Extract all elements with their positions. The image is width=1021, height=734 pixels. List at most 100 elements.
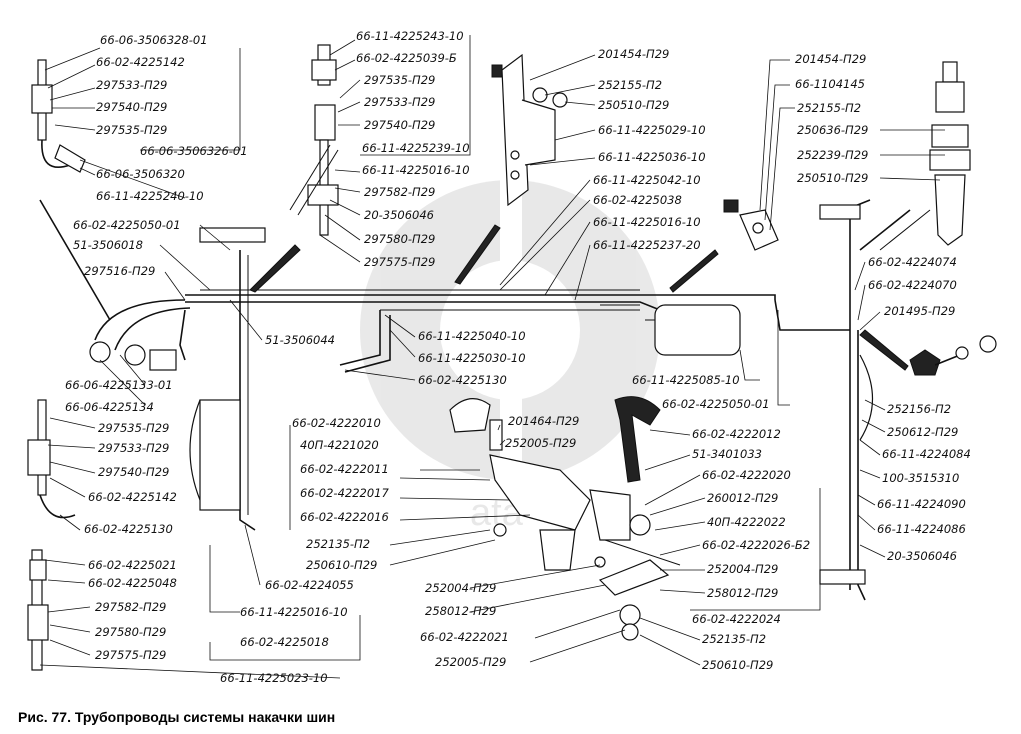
part-label: 40П-4221020	[300, 438, 379, 452]
part-label: 66-11-4225040-10	[418, 329, 526, 343]
part-label: 252135-П2	[702, 632, 766, 646]
leader-lines	[39, 35, 945, 679]
part-label: 66-11-4225030-10	[418, 351, 526, 365]
air-receiver	[645, 304, 741, 356]
part-label: 66-02-4225142	[96, 55, 185, 69]
part-labels: 66-06-3506328-01 66-02-4225142 297533-П2…	[65, 29, 971, 685]
part-label: 297575-П29	[364, 255, 435, 269]
part-label: 297535-П29	[364, 73, 435, 87]
part-label: 66-11-4224090	[877, 497, 966, 511]
part-label: 66-02-4225039-Б	[356, 51, 457, 65]
part-label: 66-11-4225243-10	[356, 29, 464, 43]
part-label: 252135-П2	[306, 537, 370, 551]
part-label: 297533-П29	[98, 441, 169, 455]
part-label: 66-11-4225085-10	[632, 373, 740, 387]
part-label: 40П-4222022	[707, 515, 786, 529]
part-label: 66-02-4225130	[84, 522, 173, 536]
wheel-valve-lower-left	[27, 399, 76, 519]
part-label: 297580-П29	[95, 625, 166, 639]
part-label: 51-3401033	[692, 447, 762, 461]
part-label: 66-11-4225023-10	[220, 671, 328, 685]
main-pipelines	[94, 199, 871, 601]
part-label: 297533-П29	[364, 95, 435, 109]
part-label: 66-02-4225130	[418, 373, 507, 387]
part-label: 297540-П29	[364, 118, 435, 132]
part-label: 66-11-4225237-20	[593, 238, 701, 252]
part-label: 66-02-4224055	[265, 578, 354, 592]
valve-bottom-left	[27, 549, 49, 671]
part-label: 66-11-4225029-10	[598, 123, 706, 137]
part-label: 201495-П29	[884, 304, 955, 318]
part-label: 66-02-4222016	[300, 510, 389, 524]
part-label: 66-02-4225048	[88, 576, 177, 590]
part-label: 250612-П29	[887, 425, 958, 439]
part-label: 66-11-4225036-10	[598, 150, 706, 164]
part-label: 250636-П29	[797, 123, 868, 137]
right-bracket	[723, 199, 779, 251]
part-label: 297582-П29	[364, 185, 435, 199]
part-label: 250610-П29	[306, 558, 377, 572]
part-label: 201454-П29	[795, 52, 866, 66]
part-label: 252004-П29	[425, 581, 496, 595]
part-label: 297580-П29	[364, 232, 435, 246]
part-label: 66-06-3506328-01	[100, 33, 208, 47]
part-label: 66-02-4225142	[88, 490, 177, 504]
part-label: 66-11-4225016-10	[240, 605, 348, 619]
part-label: 51-3506018	[73, 238, 143, 252]
part-label: 258012-П29	[425, 604, 496, 618]
part-label: 66-02-4224074	[868, 255, 957, 269]
mounting-bracket	[491, 53, 568, 207]
part-label: 66-11-4225016-10	[593, 215, 701, 229]
part-label: 260012-П29	[707, 491, 778, 505]
part-label: 201464-П29	[508, 414, 579, 428]
part-label: 66-06-4225133-01	[65, 378, 173, 392]
part-label: 66-02-4225038	[593, 193, 682, 207]
part-label: 252155-П2	[598, 78, 662, 92]
wheel-valve-upper-left	[31, 59, 86, 173]
part-label: 297533-П29	[96, 78, 167, 92]
part-label: 250510-П29	[797, 171, 868, 185]
part-label: 66-02-4225018	[240, 635, 329, 649]
part-label: 297575-П29	[95, 648, 166, 662]
part-label: 66-06-3506320	[96, 167, 185, 181]
part-label: 297540-П29	[96, 100, 167, 114]
part-label: 66-11-4225239-10	[362, 141, 470, 155]
part-label: 297516-П29	[84, 264, 155, 278]
part-label: 297540-П29	[98, 465, 169, 479]
part-label: 252004-П29	[707, 562, 778, 576]
valve-upper-middle	[289, 44, 339, 236]
figure-caption: Рис. 77. Трубопроводы системы накачки ши…	[18, 709, 335, 725]
part-label: 252156-П2	[887, 402, 951, 416]
part-label: 66-02-4222024	[692, 612, 781, 626]
part-label: 66-02-4222017	[300, 486, 389, 500]
bolt-and-nut	[909, 335, 997, 376]
part-label: 66-11-4225240-10	[96, 189, 204, 203]
part-label: 66-02-4222021	[420, 630, 509, 644]
part-label: 201454-П29	[598, 47, 669, 61]
part-label: 66-11-4225016-10	[362, 163, 470, 177]
part-label: 250610-П29	[702, 658, 773, 672]
part-label: 66-02-4225050-01	[662, 397, 770, 411]
part-label: 66-02-4222010	[292, 416, 381, 430]
part-label: 66-11-4224084	[882, 447, 971, 461]
part-label: 66-02-4222020	[702, 468, 791, 482]
part-label: 20-3506046	[364, 208, 434, 222]
part-label: 66-02-4222011	[300, 462, 389, 476]
wheel-connector-top-right	[929, 61, 971, 246]
part-label: 66-02-4224070	[868, 278, 957, 292]
part-label: 100-3515310	[882, 471, 959, 485]
part-label: 66-02-4225050-01	[73, 218, 181, 232]
part-label: 252005-П29	[435, 655, 506, 669]
pointer-wedges	[39, 199, 931, 371]
part-label: 66-1104145	[795, 77, 865, 91]
part-label: 20-3506046	[887, 549, 957, 563]
part-label: 66-11-4224086	[877, 522, 966, 536]
part-label: 252005-П29	[505, 436, 576, 450]
part-label: 66-11-4225042-10	[593, 173, 701, 187]
part-label: 66-06-3506326-01	[140, 144, 248, 158]
part-label: 66-06-4225134	[65, 400, 154, 414]
part-label: 252155-П2	[797, 101, 861, 115]
part-label: 66-02-4225021	[88, 558, 177, 572]
